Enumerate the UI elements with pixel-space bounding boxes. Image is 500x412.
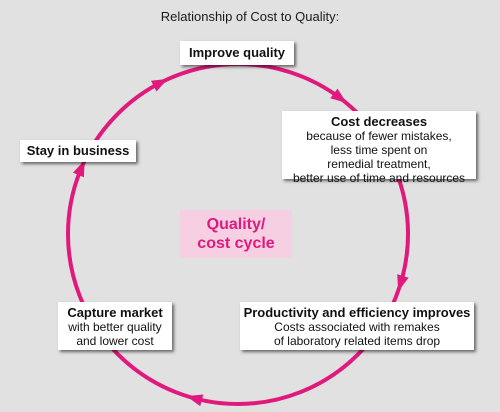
node-line: less time spent on	[330, 143, 428, 157]
cycle-arrowhead	[186, 394, 204, 407]
node-capture-market: Capture market with better quality and l…	[58, 302, 172, 350]
node-line: with better quality	[68, 320, 162, 334]
cycle-arrowhead	[330, 88, 347, 103]
node-line: remedial treatment,	[327, 157, 431, 171]
cycle-arrowhead	[72, 160, 85, 178]
diagram-title: Relationship of Cost to Quality:	[160, 9, 340, 24]
node-stay-in-business: Stay in business	[20, 140, 136, 162]
node-heading: Stay in business	[26, 143, 130, 158]
cycle-arrowhead	[151, 78, 168, 92]
node-heading: Improve quality	[188, 45, 286, 60]
node-productivity: Productivity and efficiency improves Cos…	[240, 302, 474, 350]
node-line: of laboratory related items drop	[273, 334, 441, 348]
center-line: Quality/	[206, 216, 266, 233]
node-line: and lower cost	[76, 334, 154, 348]
node-heading: Cost decreases	[330, 114, 428, 129]
center-line: cost cycle	[197, 235, 275, 252]
node-line: because of fewer mistakes,	[306, 129, 452, 143]
node-heading: Capture market	[67, 305, 163, 320]
node-heading: Productivity and efficiency improves	[243, 305, 471, 320]
cycle-arrowhead	[397, 274, 409, 292]
cycle-arrows	[72, 78, 409, 407]
center-label: Quality/ cost cycle	[180, 210, 292, 258]
node-cost-decreases: Cost decreases because of fewer mistakes…	[282, 111, 476, 185]
node-line: better use of time and resources	[292, 171, 466, 185]
node-improve-quality: Improve quality	[180, 41, 294, 65]
node-line: Costs associated with remakes	[274, 320, 440, 334]
